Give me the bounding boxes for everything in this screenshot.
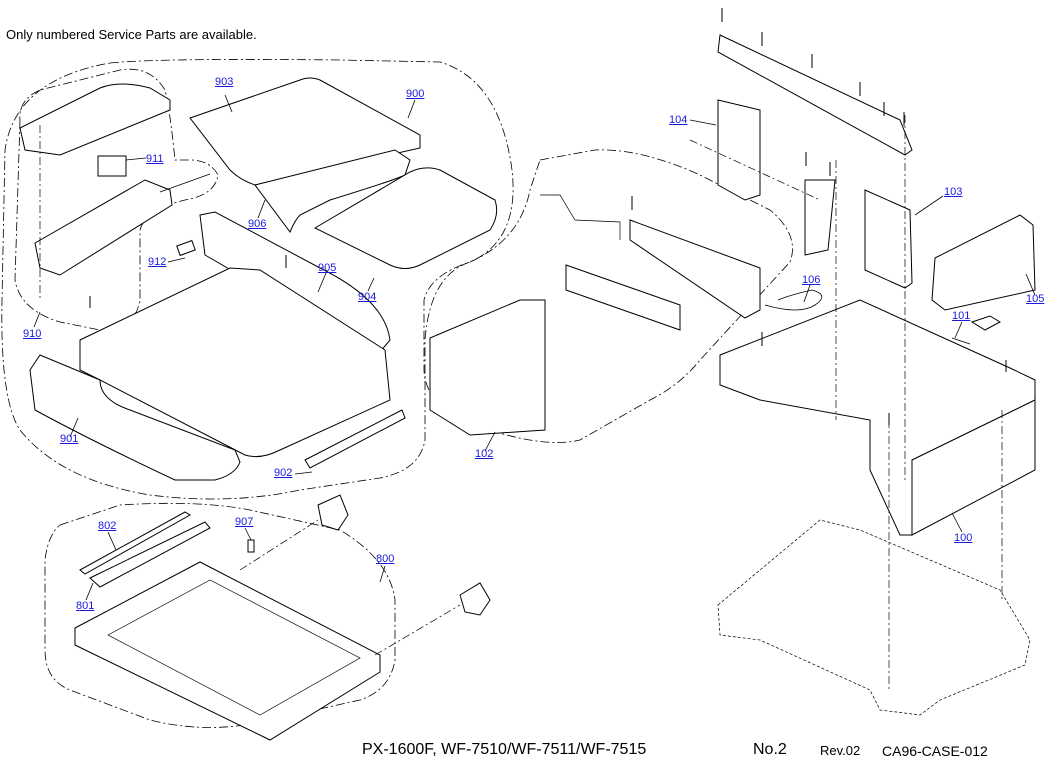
chain-line — [689, 139, 821, 201]
part-801-plate — [89, 521, 211, 588]
part-label-906[interactable]: 906 — [248, 218, 267, 230]
part-104-cover — [717, 99, 761, 201]
leader-903 — [224, 94, 233, 113]
footer-revision: Rev.02 — [820, 743, 861, 758]
leader-912 — [167, 257, 186, 263]
part-902-strip — [304, 409, 406, 469]
leader-900 — [407, 99, 416, 119]
leader-904 — [367, 277, 375, 292]
part-102-board-frame — [629, 219, 761, 319]
part-900-base-frame — [79, 267, 391, 458]
leader-102 — [484, 431, 496, 452]
part-label-907[interactable]: 907 — [235, 516, 254, 528]
part-904-tray-cover — [313, 167, 498, 269]
part-label-905[interactable]: 905 — [318, 262, 337, 274]
part-label-910[interactable]: 910 — [23, 328, 42, 340]
leader-910 — [33, 311, 41, 328]
part-label-100[interactable]: 100 — [954, 532, 973, 544]
group-outline-910 — [14, 68, 219, 331]
leader-801 — [85, 582, 94, 601]
group-outline-102 — [423, 149, 793, 443]
part-label-900[interactable]: 900 — [406, 88, 425, 100]
leader-106 — [803, 284, 811, 303]
part-label-101[interactable]: 101 — [952, 310, 971, 322]
leader-901 — [69, 417, 79, 438]
part-800-scanner-frame — [74, 561, 381, 741]
part-105-side — [931, 214, 1036, 311]
leader-902 — [294, 471, 313, 475]
part-label-904[interactable]: 904 — [358, 291, 377, 303]
part-label-911[interactable]: 911 — [146, 153, 164, 165]
footer-document-code: CA96-CASE-012 — [882, 743, 988, 759]
service-parts-note: Only numbered Service Parts are availabl… — [6, 27, 257, 42]
part-label-901[interactable]: 901 — [60, 433, 79, 445]
part-102-bracket — [540, 194, 621, 240]
leader-906 — [257, 199, 266, 219]
part-106-cable — [764, 289, 823, 311]
footer-model-names: PX-1600F, WF-7510/WF-7511/WF-7515 — [362, 741, 647, 758]
leader-104 — [689, 119, 717, 126]
part-label-912[interactable]: 912 — [148, 256, 167, 268]
hinge-right — [459, 582, 491, 616]
hinge-left — [317, 494, 349, 531]
leader-802 — [107, 531, 117, 551]
leader-907 — [244, 527, 252, 541]
part-label-103[interactable]: 103 — [944, 186, 963, 198]
leader-905 — [317, 272, 327, 293]
leader-105 — [1025, 273, 1036, 296]
group-outline-800 — [44, 502, 396, 728]
part-103-cover — [864, 189, 913, 289]
part-top-bar — [717, 34, 913, 156]
part-100-housing — [719, 299, 1036, 536]
footer-page-number: No.2 — [753, 741, 787, 758]
leader-911 — [125, 157, 147, 161]
part-mid-bracket — [804, 179, 836, 256]
part-910-shaft — [159, 173, 211, 193]
part-800-glass — [107, 579, 361, 716]
part-label-801[interactable]: 801 — [76, 600, 95, 612]
group-outline-900 — [1, 59, 514, 500]
part-901-side-cover — [29, 354, 241, 481]
part-102-panel — [429, 299, 546, 436]
hinge-right-chain — [374, 604, 461, 656]
part-label-105[interactable]: 105 — [1026, 293, 1045, 305]
part-100-front — [911, 399, 1036, 536]
part-label-802[interactable]: 802 — [98, 520, 117, 532]
leader-103 — [914, 195, 944, 216]
part-label-903[interactable]: 903 — [215, 76, 234, 88]
part-907-tab — [247, 539, 255, 553]
leader-101 — [954, 321, 963, 339]
leader-100 — [951, 512, 963, 533]
screws — [89, 8, 1007, 425]
part-802-strip — [79, 511, 191, 575]
printer-base-mechanism — [717, 519, 1031, 716]
part-label-106[interactable]: 106 — [802, 274, 821, 286]
part-912-bracket — [176, 239, 196, 257]
part-label-102[interactable]: 102 — [475, 448, 494, 460]
part-910-top-cover — [19, 83, 171, 156]
part-label-104[interactable]: 104 — [669, 114, 688, 126]
part-911-clip — [97, 155, 127, 177]
part-101-strip — [951, 337, 971, 345]
part-label-902[interactable]: 902 — [274, 467, 293, 479]
part-102-pcb — [565, 264, 681, 331]
part-label-800[interactable]: 800 — [376, 553, 395, 565]
part-910-frame — [34, 179, 173, 276]
part-101-label — [970, 315, 1002, 331]
leader-800 — [379, 565, 386, 583]
